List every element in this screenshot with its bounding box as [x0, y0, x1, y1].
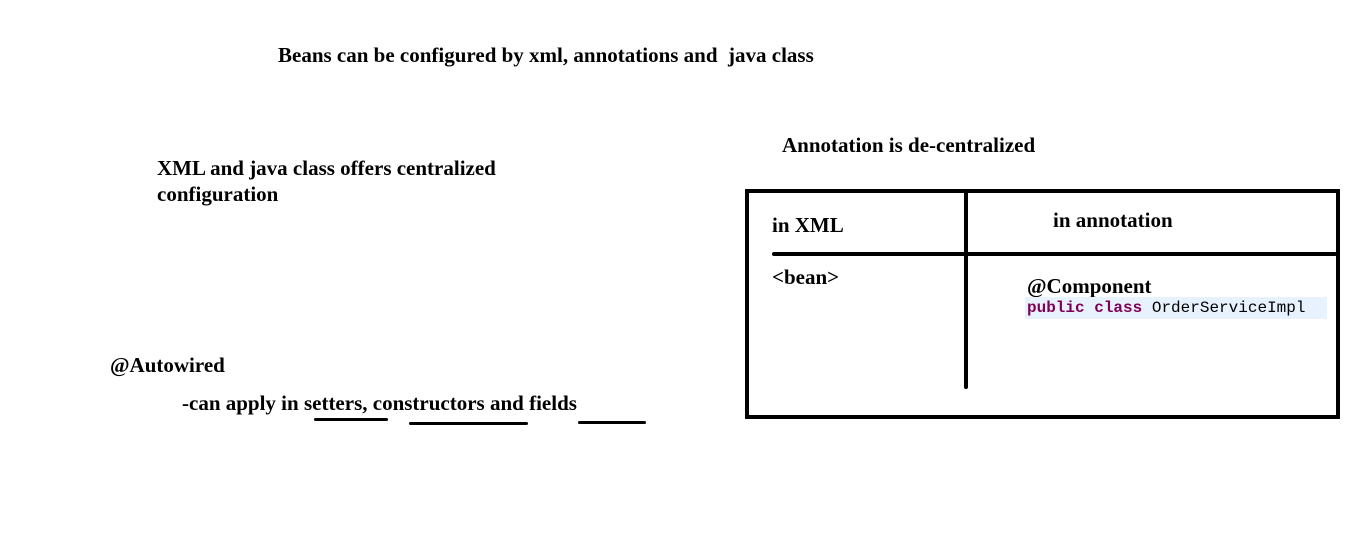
xml-cell-bean: <bean> [772, 265, 840, 289]
code-snippet: public class OrderServiceImpl [1025, 297, 1327, 319]
autowired-heading: @Autowired [110, 353, 225, 377]
centralized-line-2: configuration [157, 182, 279, 206]
setters-underline [314, 418, 388, 421]
autowired-description: -can apply in setters, constructors and … [182, 390, 577, 416]
autowired-constructors: constructors [372, 391, 485, 415]
code-class-name: OrderServiceImpl [1151, 299, 1306, 317]
column-header-annotation: in annotation [1053, 208, 1173, 232]
annotation-cell-component: @Component [1027, 274, 1152, 298]
page-title: Beans can be configured by xml, annotati… [278, 43, 814, 67]
constructors-underline [409, 422, 528, 425]
column-header-xml: in XML [772, 213, 844, 237]
autowired-and: and [484, 391, 530, 415]
comparison-table [745, 189, 1340, 419]
fields-underline [578, 421, 646, 424]
autowired-fields: fields [529, 391, 577, 415]
code-keyword-public: public [1027, 299, 1085, 317]
autowired-setters: setters [303, 391, 363, 415]
autowired-prefix: -can apply in [182, 391, 304, 415]
code-keyword-class: class [1094, 299, 1143, 317]
centralized-line-1: XML and java class offers centralized [157, 156, 496, 180]
table-column-divider [964, 191, 968, 389]
table-header-divider [772, 252, 1337, 256]
annotation-heading: Annotation is de-centralized [782, 133, 1036, 157]
autowired-comma: , [362, 391, 373, 415]
